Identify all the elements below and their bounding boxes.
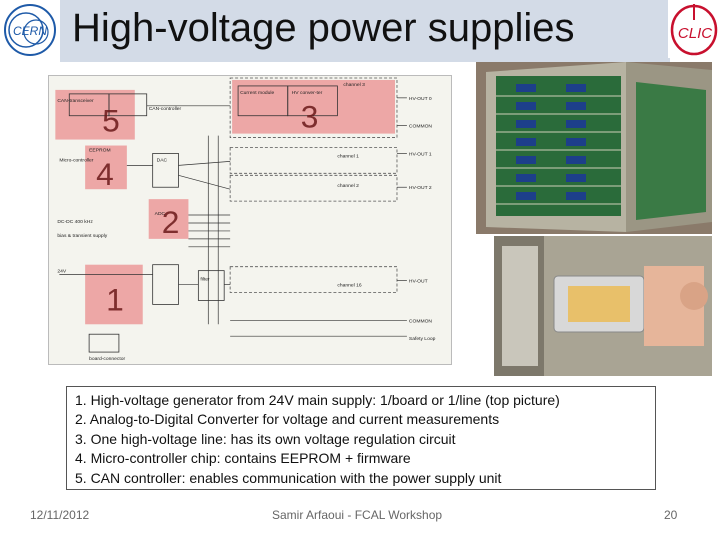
svg-text:HV-OUT: HV-OUT [409,279,428,285]
note-item: 4. Micro-controller chip: contains EEPRO… [75,450,411,467]
svg-text:COMMON: COMMON [409,124,433,130]
svg-text:CAN-transceiver: CAN-transceiver [57,98,94,104]
svg-text:HV-OUT 1: HV-OUT 1 [409,151,432,157]
marker-5: 5 [102,103,120,139]
svg-text:EEPROM: EEPROM [89,147,110,153]
note-item: 1. High-voltage generator from 24V main … [75,392,560,408]
svg-text:bias & transient supply: bias & transient supply [57,233,107,239]
svg-text:CAN-controller: CAN-controller [149,106,182,112]
svg-text:Micro-controller: Micro-controller [59,157,93,163]
marker-3: 3 [301,99,319,135]
marker-1: 1 [106,281,124,317]
slide-title: High-voltage power supplies [72,6,575,50]
note-item: 3. One high-voltage line: has its own vo… [75,430,456,447]
circuit-schematic: 5 4 3 2 1 CAN-transceiver CAN-controller… [48,75,452,365]
svg-text:channel 3: channel 3 [343,82,365,88]
cern-logo-text: CERN [13,24,47,38]
svg-text:DC-DC 400 kHz: DC-DC 400 kHz [57,219,93,225]
svg-text:HV conver-ter: HV conver-ter [292,90,323,96]
svg-text:Current module: Current module [240,90,274,96]
svg-text:ADC: ADC [155,211,166,217]
cern-logo: CERN [4,4,56,56]
note-item: 5. CAN controller: enables communication… [75,469,502,486]
marker-2: 2 [162,204,180,240]
clic-logo-text: CLIC [678,25,712,42]
marker-4: 4 [96,156,114,192]
footer-author: Samir Arfaoui - FCAL Workshop [272,508,443,522]
board-photo [476,62,712,234]
clic-logo: CLIC [668,0,720,58]
svg-text:HV-OUT 0: HV-OUT 0 [409,96,432,102]
svg-text:DAC: DAC [157,157,168,163]
title-bar [60,0,670,62]
svg-text:Safety Loop: Safety Loop [409,336,436,342]
svg-text:HV-OUT 2: HV-OUT 2 [409,185,432,191]
svg-text:COMMON: COMMON [409,318,433,324]
footer-date: 12/11/2012 [30,508,90,522]
svg-text:channel 1: channel 1 [337,153,359,159]
page-number: 20 [664,508,678,522]
svg-text:board-connector: board-connector [89,356,125,362]
notes-box: 1. High-voltage generator from 24V main … [66,386,656,490]
svg-text:channel 16: channel 16 [337,283,361,289]
svg-text:channel 2: channel 2 [337,183,359,189]
svg-text:24V: 24V [57,269,67,275]
note-item: 2. Analog-to-Digital Converter for volta… [75,411,500,428]
connector-photo [494,236,712,376]
svg-text:filter: filter [200,277,210,283]
